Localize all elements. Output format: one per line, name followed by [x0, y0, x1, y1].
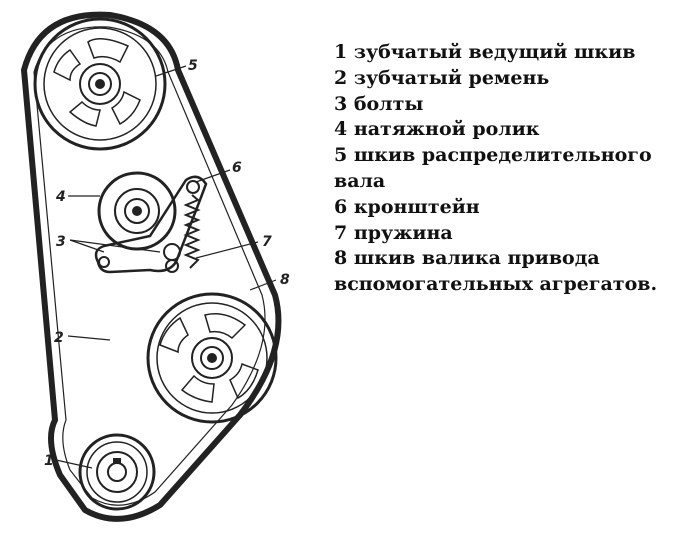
- callout-5: 5: [188, 58, 198, 74]
- tensioner-roller: [94, 171, 208, 274]
- legend: 1 зубчатый ведущий шкив 2 зубчатый ремен…: [334, 40, 698, 298]
- camshaft-pulley: [33, 17, 167, 151]
- legend-item-1: 1 зубчатый ведущий шкив: [334, 41, 636, 63]
- legend-item-6: 6 кронштейн: [334, 195, 480, 218]
- callout-3: 3: [56, 234, 66, 250]
- callout-6: 6: [232, 160, 242, 176]
- callout-2: 2: [54, 330, 64, 346]
- callout-7: 7: [262, 234, 272, 250]
- drive-pulley: [78, 433, 156, 511]
- legend-item-3: 3 болты: [334, 92, 424, 115]
- callout-8: 8: [280, 272, 290, 288]
- legend-item-2: 2 зубчатый ремень: [334, 66, 550, 89]
- callout-1: 1: [44, 453, 54, 469]
- spring: [183, 194, 201, 269]
- legend-item-8: 8 шкив валика привода вспомогательных аг…: [334, 247, 658, 296]
- auxiliary-pulley: [146, 292, 278, 424]
- leader-lines: [55, 65, 277, 469]
- timing-belt: [20, 11, 282, 522]
- legend-item-5: 5 шкив распределительного вала: [334, 144, 659, 192]
- legend-item-7: 7 пружина: [334, 221, 453, 244]
- callout-4: 4: [55, 189, 66, 205]
- legend-item-4: 4 натяжной ролик: [334, 118, 540, 141]
